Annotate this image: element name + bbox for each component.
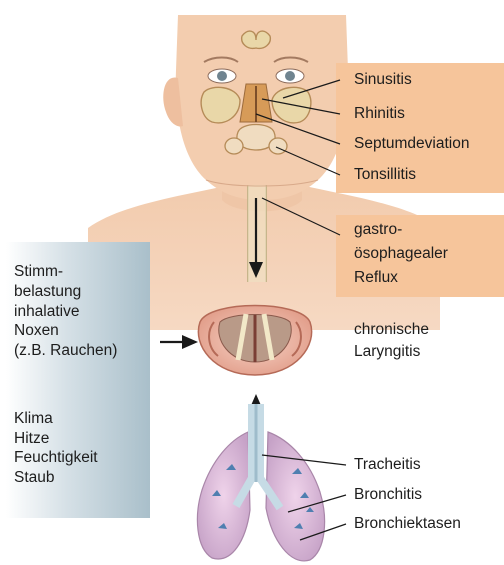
external-cause-line-2: belastung: [14, 282, 81, 302]
sinusitis-label: Sinusitis: [354, 70, 412, 90]
larynx-illustration: [198, 306, 311, 376]
external-cause-line-5: (z.B. Rauchen): [14, 341, 117, 361]
external-cause-line-4: Noxen: [14, 321, 59, 341]
external-arrow: [160, 335, 198, 349]
tracheitis-label: Tracheitis: [354, 455, 421, 475]
external-cause-line-3: inhalative: [14, 302, 80, 322]
reflux-label-line-3: Reflux: [354, 268, 398, 288]
dust-label: Staub: [14, 468, 55, 488]
left-iris: [217, 71, 227, 81]
reflux-label-line-2: ösophagealer: [354, 244, 448, 264]
reflux-label-line-1: gastro-: [354, 220, 402, 240]
chronic-laryngitis-label-line-2: Laryngitis: [354, 342, 420, 362]
tonsillitis-label: Tonsillitis: [354, 165, 416, 185]
right-iris: [285, 71, 295, 81]
septumdeviation-label: Septumdeviation: [354, 134, 469, 154]
humidity-label: Feuchtigkeit: [14, 448, 98, 468]
rhinitis-label: Rhinitis: [354, 104, 405, 124]
bronchitis-label: Bronchitis: [354, 485, 422, 505]
chronic-laryngitis-label-line-1: chronische: [354, 320, 429, 340]
bronchiectasis-label: Bronchiektasen: [354, 514, 461, 534]
climate-label: Klima: [14, 409, 53, 429]
lungs-illustration: [197, 404, 324, 561]
heat-label: Hitze: [14, 429, 49, 449]
external-cause-line-1: Stimm-: [14, 262, 63, 282]
